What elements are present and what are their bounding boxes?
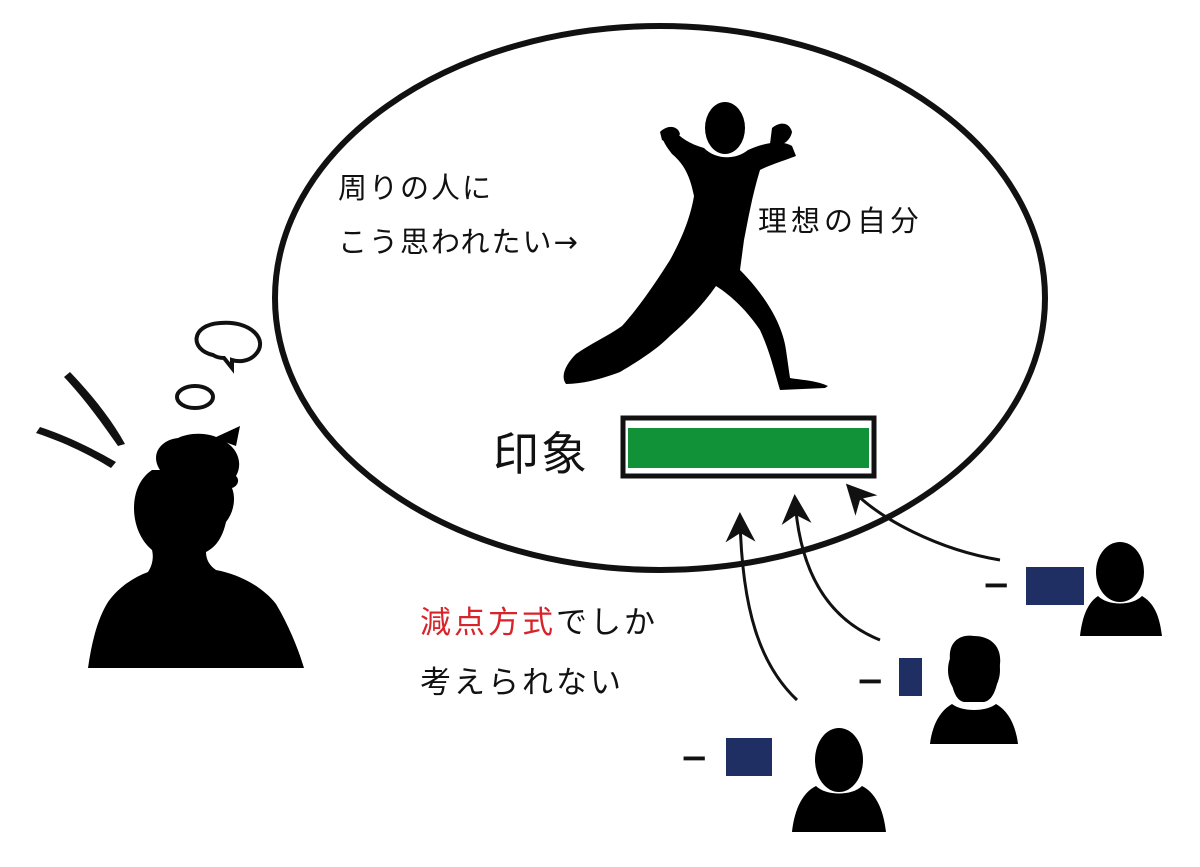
impression-label: 印象: [493, 427, 589, 481]
thought-line-1: 周りの人に: [338, 171, 493, 205]
person-silhouette-right: [1080, 542, 1162, 636]
person-silhouette-middle: [930, 635, 1018, 744]
arrow-person-left: [725, 512, 799, 702]
arrow-person-right: [845, 483, 1001, 562]
minus-sign: −: [856, 661, 885, 701]
impression-bar-fill: [628, 428, 869, 468]
deduction-block-medium: [726, 738, 772, 776]
person-silhouette-left: [792, 728, 886, 832]
hero-silhouette: [563, 102, 828, 390]
caption-rest: でしか: [556, 605, 658, 641]
thought-line-2: こう思われたい→: [338, 225, 580, 259]
deduction-block-small: [899, 658, 922, 696]
shock-line: [64, 372, 125, 446]
deduction-left: −: [680, 738, 772, 778]
deduction-block-large: [1026, 567, 1084, 605]
caption-line-2: 考えられない: [420, 665, 624, 701]
deduction-right: −: [982, 565, 1084, 605]
ideal-self-label: 理想の自分: [758, 204, 923, 238]
minus-sign: −: [982, 565, 1011, 605]
arrow-person-middle: [781, 494, 881, 642]
minus-sign: −: [680, 738, 709, 778]
shock-line: [36, 427, 116, 468]
thought-bubble-tiny: [175, 384, 215, 410]
worried-man-silhouette: [88, 433, 304, 668]
hair-tuft: [214, 426, 240, 446]
deduction-middle: −: [856, 658, 922, 701]
caption-highlight: 減点方式: [420, 605, 556, 641]
thought-bubble-small: [194, 320, 263, 374]
caption-line-1: 減点方式でしか: [420, 605, 658, 641]
